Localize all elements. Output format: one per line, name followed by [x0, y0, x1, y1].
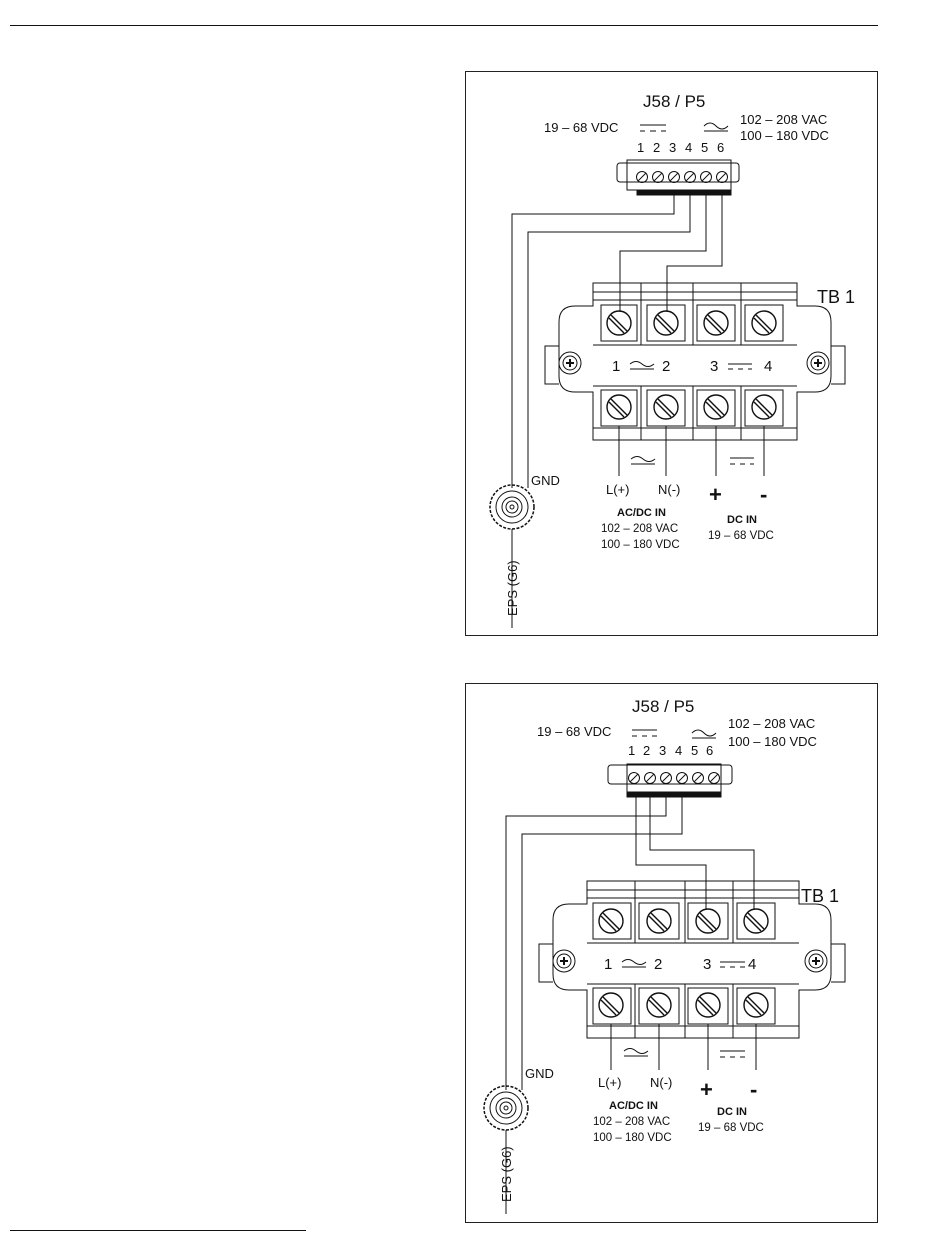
connector-title: J58 / P5 [632, 697, 694, 716]
pin-numbers: 1 2 3 4 5 6 [628, 743, 713, 758]
dc-in-label: DC IN [727, 514, 757, 526]
header-rule [10, 25, 878, 26]
terminal-number: 1 [604, 956, 612, 973]
dc-in-range-label: 19 – 68 VDC [698, 1122, 764, 1134]
ac-dc-range-label: 100 – 180 VDC [740, 128, 829, 143]
dc-symbol-icon [720, 1050, 745, 1058]
pin-number: 1 [637, 140, 644, 155]
connector-screw-icons [636, 171, 728, 183]
eps-label: EPS (G6) [499, 1146, 514, 1202]
terminal-block-tb1 [544, 282, 846, 441]
acdc-in-label: AC/DC IN [617, 507, 666, 519]
wiring-diagram-bottom-svg: J58 / P5 19 – 68 VDC 102 – 208 VAC 100 –… [483, 697, 846, 1214]
footer-rule [10, 1230, 306, 1231]
connector-title: J58 / P5 [643, 92, 705, 111]
eps-label: EPS (G6) [505, 560, 520, 616]
dc-symbol-icon [730, 457, 754, 465]
minus-label: - [760, 482, 767, 507]
pin-number: 4 [675, 743, 682, 758]
ac-range-label: 102 – 208 VAC [740, 112, 827, 127]
l-plus-label: L(+) [606, 482, 629, 497]
terminal-block-tb1 [538, 880, 846, 1039]
dc-range-label: 19 – 68 VDC [537, 724, 611, 739]
pin-number: 5 [691, 743, 698, 758]
pin-number: 2 [653, 140, 660, 155]
wiring-diagram-bottom: J58 / P5 19 – 68 VDC 102 – 208 VAC 100 –… [465, 683, 878, 1223]
pin-numbers: 1 2 3 4 5 6 [637, 140, 724, 155]
terminal-block-label: TB 1 [801, 886, 839, 906]
ground-stud-icon [489, 484, 535, 628]
pin-number: 5 [701, 140, 708, 155]
pin-number: 2 [643, 743, 650, 758]
ac-symbol-icon [621, 959, 647, 968]
acdc-in-label: AC/DC IN [609, 1100, 658, 1112]
gnd-label: GND [525, 1066, 554, 1081]
wiring-diagram-top-svg: J58 / P5 19 – 68 VDC 102 – 208 VAC 100 –… [489, 92, 855, 628]
wires [511, 195, 723, 488]
plus-label: + [700, 1077, 713, 1102]
minus-label: - [750, 1077, 757, 1102]
ac-symbol-icon [629, 361, 655, 370]
l-plus-label: L(+) [598, 1075, 621, 1090]
dc-symbol-icon [728, 363, 752, 370]
acdc-range-label: 102 – 208 VAC [593, 1116, 670, 1128]
wiring-diagram-top: J58 / P5 19 – 68 VDC 102 – 208 VAC 100 –… [465, 71, 878, 636]
dc-in-range-label: 19 – 68 VDC [708, 530, 774, 542]
terminal-screw-icons [598, 908, 769, 1018]
ac-symbol-icon [630, 456, 656, 465]
input-leads [610, 1024, 757, 1070]
ac-symbol-icon [623, 1048, 649, 1057]
dc-symbol-icon [632, 729, 657, 737]
mounting-screw-icons [558, 351, 830, 375]
pin-number: 3 [669, 140, 676, 155]
pin-number: 6 [706, 743, 713, 758]
wires [505, 797, 755, 1090]
ac-range-label: 102 – 208 VAC [728, 716, 815, 731]
j58-connector [616, 159, 740, 196]
n-minus-label: N(-) [658, 482, 680, 497]
pin-number: 4 [685, 140, 692, 155]
pin-number: 1 [628, 743, 635, 758]
mounting-screw-icons [552, 949, 828, 973]
acdc-range-label: 100 – 180 VDC [601, 539, 680, 551]
acdc-range-label: 102 – 208 VAC [601, 523, 678, 535]
terminal-number: 3 [710, 358, 718, 375]
gnd-label: GND [531, 473, 560, 488]
terminal-screw-icons [606, 310, 777, 420]
terminal-block-label: TB 1 [817, 287, 855, 307]
ac-symbol-icon [691, 729, 717, 739]
input-leads [618, 426, 765, 476]
ground-stud-icon [483, 1085, 529, 1214]
acdc-range-label: 100 – 180 VDC [593, 1132, 672, 1144]
dc-in-label: DC IN [717, 1106, 747, 1118]
j58-connector [607, 763, 733, 798]
terminal-number: 4 [748, 956, 756, 973]
terminal-number: 2 [662, 358, 670, 375]
dc-range-label: 19 – 68 VDC [544, 120, 618, 135]
ac-dc-range-label: 100 – 180 VDC [728, 734, 817, 749]
plus-label: + [709, 482, 722, 507]
terminal-number: 1 [612, 358, 620, 375]
connector-screw-icons [628, 772, 720, 784]
terminal-number: 3 [703, 956, 711, 973]
ac-symbol-icon [703, 122, 729, 132]
dc-symbol-icon [640, 124, 666, 132]
pin-number: 6 [717, 140, 724, 155]
pin-number: 3 [659, 743, 666, 758]
n-minus-label: N(-) [650, 1075, 672, 1090]
terminal-number: 4 [764, 358, 772, 375]
dc-symbol-icon [720, 961, 745, 968]
terminal-number: 2 [654, 956, 662, 973]
